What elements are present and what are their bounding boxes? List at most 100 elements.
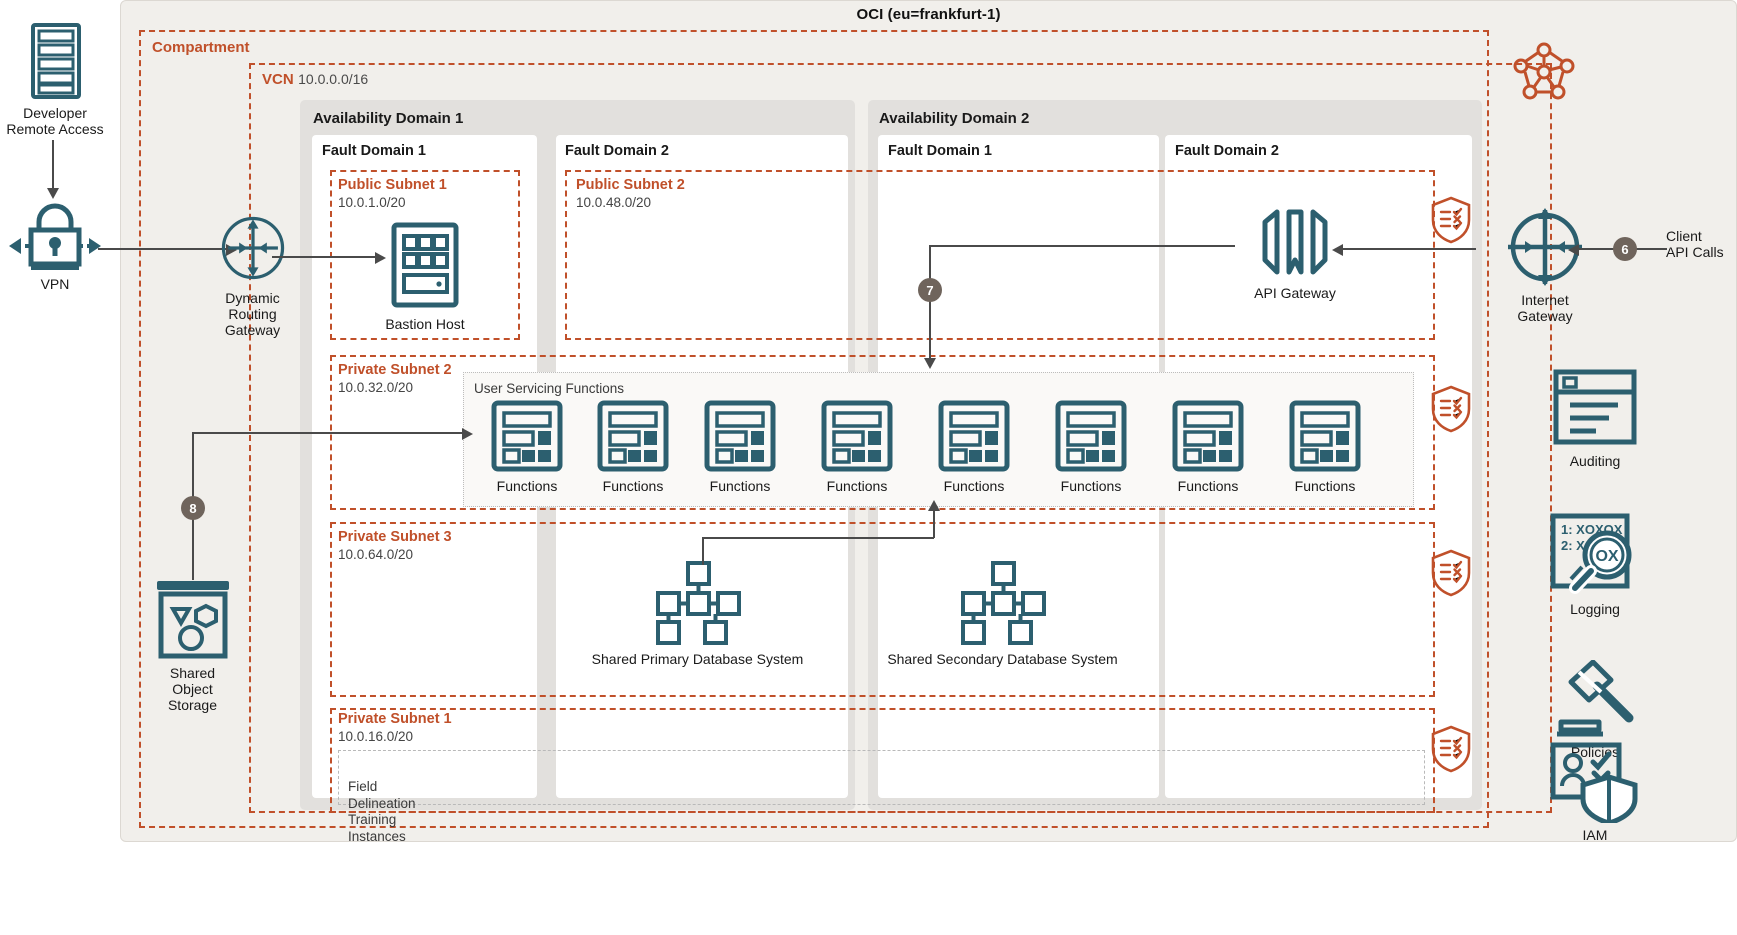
connector-db-to-functions-horizontal xyxy=(702,537,934,539)
internet-gateway-node: Internet Gateway xyxy=(1480,208,1610,324)
step-marker-6: 6 xyxy=(1613,237,1637,261)
field-delineation-training-label: Field Delineation Training Instances xyxy=(348,779,508,845)
database-system-icon xyxy=(960,561,1046,645)
object-storage-line-3: Storage xyxy=(167,697,218,713)
object-storage-line-1: Shared xyxy=(169,665,216,681)
vpn-label: VPN xyxy=(40,276,70,292)
connector-db-to-functions-v1 xyxy=(702,537,704,565)
connector-db-to-functions-v2 xyxy=(933,508,935,538)
functions-icon xyxy=(1172,400,1244,472)
service-connector-hub-node xyxy=(1513,42,1575,105)
function-node: Functions xyxy=(484,400,570,494)
bastion-host-icon xyxy=(391,222,459,308)
api-gateway-label: API Gateway xyxy=(1254,285,1336,301)
svg-text:OX: OX xyxy=(1595,548,1618,565)
functions-label: Functions xyxy=(1294,478,1356,494)
functions-label: Functions xyxy=(826,478,888,494)
drg-line-1: Dynamic xyxy=(225,290,280,306)
developer-line-1: Developer xyxy=(23,105,87,121)
security-list-shield-icon xyxy=(1431,725,1471,773)
arrowhead-left xyxy=(1332,243,1344,261)
function-node: Functions xyxy=(1165,400,1251,494)
private-subnet-3-label: Private Subnet 3 xyxy=(338,529,452,545)
functions-icon xyxy=(1289,400,1361,472)
functions-icon xyxy=(597,400,669,472)
fdti-line-1: Field xyxy=(348,779,378,794)
availability-domain-1-title: Availability Domain 1 xyxy=(313,110,464,127)
arrowhead-down xyxy=(46,186,60,204)
functions-icon xyxy=(938,400,1010,472)
logging-icon: 1: XOXOX 2: XO OX xyxy=(1550,513,1632,594)
internet-gateway-icon xyxy=(1508,208,1582,286)
fdti-line-3: Training xyxy=(348,812,397,827)
client-api-calls-label: Client API Calls xyxy=(1666,228,1736,260)
ad1-fault-domain-1-title: Fault Domain 1 xyxy=(322,143,426,159)
logging-node: 1: XOXOX 2: XO OX Logging xyxy=(1540,512,1650,617)
connector-vpn-to-drg xyxy=(98,248,228,250)
policies-icon xyxy=(1557,659,1634,737)
iam-node: IAM xyxy=(1540,742,1650,843)
connector-igw-to-api-gateway xyxy=(1340,248,1476,250)
functions-label: Functions xyxy=(602,478,664,494)
bastion-host-label: Bastion Host xyxy=(385,316,465,332)
internet-gateway-line-1: Internet xyxy=(1521,292,1569,308)
dynamic-routing-gateway-node: Dynamic Routing Gateway xyxy=(195,212,310,338)
arrowhead-up xyxy=(927,499,941,517)
functions-icon xyxy=(704,400,776,472)
function-node: Functions xyxy=(931,400,1017,494)
shared-secondary-database-node: Shared Secondary Database System xyxy=(870,560,1135,667)
security-list-shield-icon xyxy=(1431,196,1471,244)
security-list-shield-4 xyxy=(1430,725,1472,778)
private-subnet-3-container xyxy=(330,522,1435,697)
iam-icon xyxy=(1550,742,1638,826)
functions-icon xyxy=(1055,400,1127,472)
client-line-2: API Calls xyxy=(1666,244,1724,260)
drg-line-3: Gateway xyxy=(224,322,281,338)
server-rack-icon xyxy=(31,23,81,99)
connector-object-storage-horizontal xyxy=(192,432,464,434)
service-connector-icon xyxy=(1513,42,1575,100)
private-subnet-2-cidr: 10.0.32.0/20 xyxy=(338,380,414,395)
connector-developer-to-vpn xyxy=(52,140,54,188)
developer-line-2: Remote Access xyxy=(6,121,104,137)
developer-remote-access-node: Developer Remote Access xyxy=(0,22,110,137)
arrowhead-right xyxy=(374,251,386,269)
function-node: Functions xyxy=(1048,400,1134,494)
dynamic-routing-gateway-label: Dynamic Routing Gateway xyxy=(195,290,310,338)
ad1-fault-domain-2-title: Fault Domain 2 xyxy=(565,143,669,159)
api-gateway-node: API Gateway xyxy=(1235,208,1355,301)
developer-remote-access-label: Developer Remote Access xyxy=(0,105,110,137)
internet-gateway-label: Internet Gateway xyxy=(1480,292,1610,324)
auditing-label: Auditing xyxy=(1569,453,1621,469)
connector-drg-to-bastion xyxy=(272,256,377,258)
bastion-host-node: Bastion Host xyxy=(380,222,470,332)
security-list-shield-icon xyxy=(1431,385,1471,433)
functions-label: Functions xyxy=(1177,478,1239,494)
arrowhead-right xyxy=(461,427,473,445)
object-storage-line-2: Object xyxy=(172,681,213,697)
shared-object-storage-node: Shared Object Storage xyxy=(135,578,250,713)
public-subnet-1-cidr: 10.0.1.0/20 xyxy=(338,195,406,210)
functions-label: Functions xyxy=(943,478,1005,494)
shared-secondary-database-label: Shared Secondary Database System xyxy=(887,651,1118,667)
api-gateway-icon xyxy=(1262,209,1328,275)
connector-api-gateway-vertical xyxy=(929,245,931,360)
step-marker-8: 8 xyxy=(181,496,205,520)
function-node: Functions xyxy=(697,400,783,494)
public-subnet-2-cidr: 10.0.48.0/20 xyxy=(576,195,652,210)
public-subnet-2-label: Public Subnet 2 xyxy=(576,177,685,193)
functions-label: Functions xyxy=(709,478,771,494)
function-node: Functions xyxy=(814,400,900,494)
ad2-fault-domain-2-title: Fault Domain 2 xyxy=(1175,143,1279,159)
private-subnet-2-label: Private Subnet 2 xyxy=(338,362,452,378)
fdti-line-2: Delineation xyxy=(348,795,416,811)
public-subnet-2-container xyxy=(565,170,1435,340)
vpn-node: VPN xyxy=(0,200,110,292)
connector-api-gateway-horizontal xyxy=(929,245,1235,247)
vcn-label: VCN xyxy=(262,71,294,88)
auditing-node: Auditing xyxy=(1540,368,1650,469)
auditing-icon xyxy=(1553,369,1637,445)
availability-domain-2-title: Availability Domain 2 xyxy=(879,110,1030,127)
step-marker-7: 7 xyxy=(918,278,942,302)
